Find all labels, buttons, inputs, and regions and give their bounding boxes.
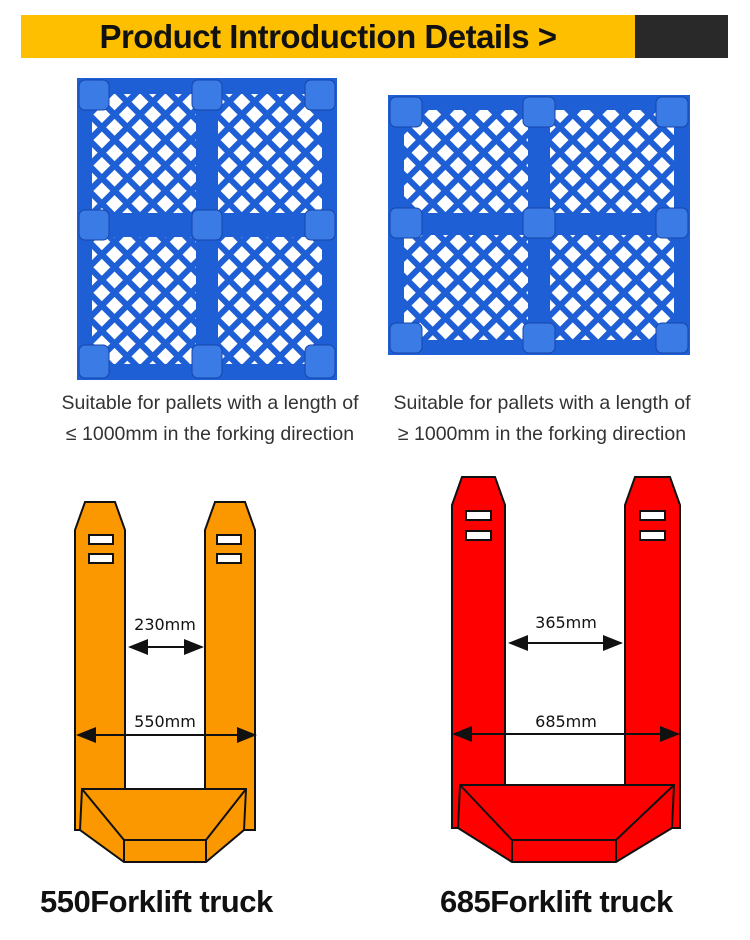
- truck-label-550: 550Forklift truck: [40, 884, 273, 919]
- truck-label-685: 685Forklift truck: [440, 884, 673, 919]
- forklift-550-drawing: [74, 501, 257, 863]
- inner-width-685: 365mm: [535, 613, 597, 632]
- pallet-caption-large: Suitable for pallets with a length of ≥ …: [377, 388, 707, 450]
- inner-width-550: 230mm: [134, 615, 196, 634]
- pallet-image-small: [77, 78, 337, 380]
- pallet-caption-small: Suitable for pallets with a length of ≤ …: [45, 388, 375, 450]
- header-banner: Product Introduction Details >: [21, 15, 635, 58]
- caption-line: Suitable for pallets with a length of: [393, 392, 691, 414]
- outer-width-685: 685mm: [535, 712, 597, 731]
- outer-width-550: 550mm: [134, 712, 196, 731]
- caption-line: ≥ 1000mm in the forking direction: [397, 423, 687, 445]
- caption-line: Suitable for pallets with a length of: [61, 392, 359, 414]
- forklift-685-drawing: [451, 476, 681, 863]
- caption-line: ≤ 1000mm in the forking direction: [65, 423, 355, 445]
- page-title[interactable]: Product Introduction Details >: [99, 18, 557, 55]
- header-dark-block: [635, 15, 728, 58]
- pallet-image-large: [388, 95, 690, 355]
